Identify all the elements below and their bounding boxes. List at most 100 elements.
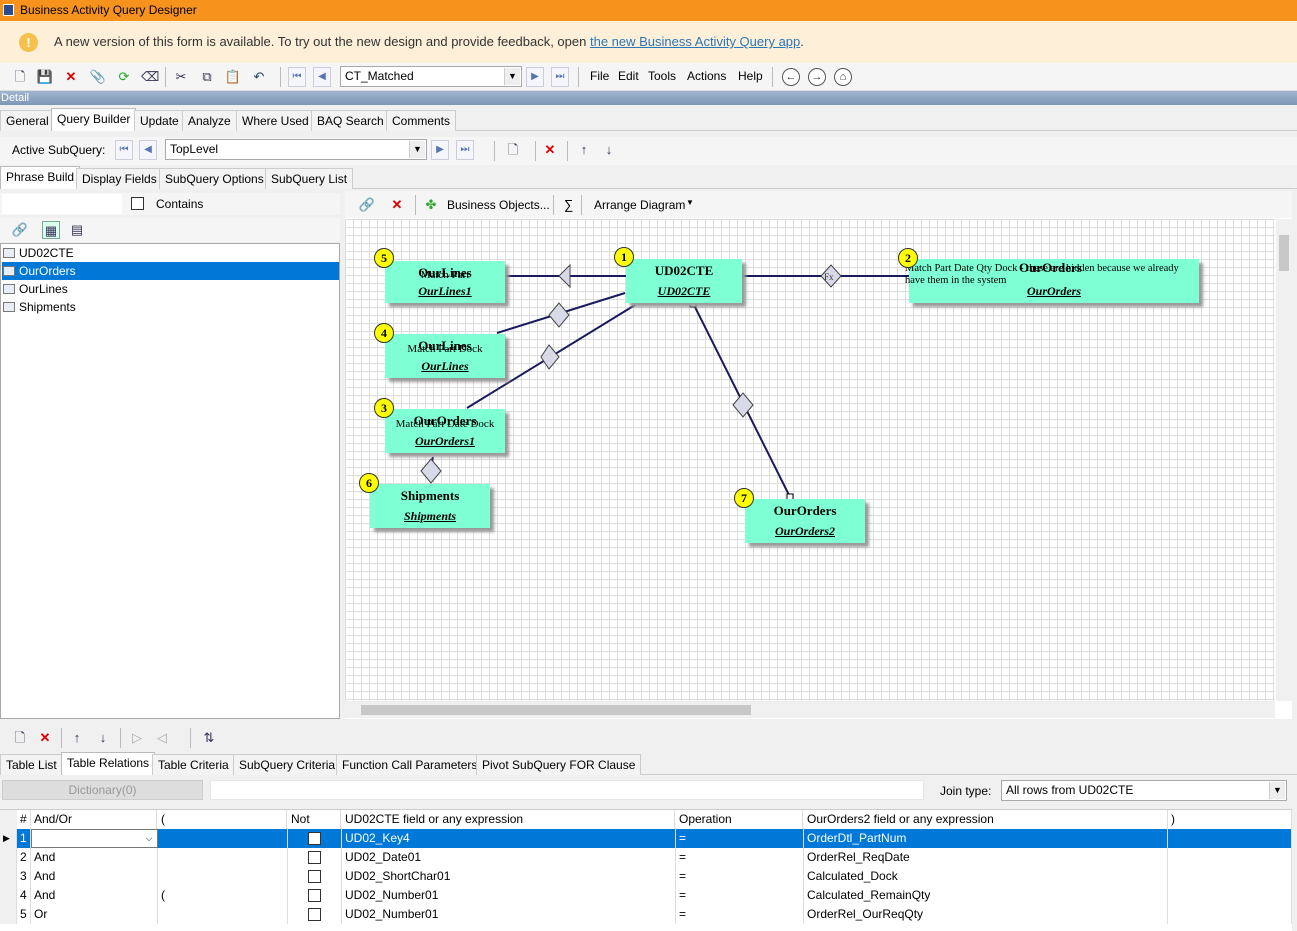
table-row[interactable]: ▶1⌵UD02_Key4=OrderDtl_PartNum (0, 829, 1292, 848)
open-paren-cell[interactable] (158, 905, 288, 924)
column-header[interactable]: ) (1168, 810, 1292, 829)
diagram-node[interactable]: Shipments Shipments (370, 484, 490, 528)
list-item[interactable]: UD02CTE (2, 244, 339, 262)
prev-subquery-icon[interactable]: ◀ (139, 140, 157, 160)
chevron-down-icon[interactable]: ⌵ (145, 833, 153, 843)
node-alias[interactable]: Shipments (403, 509, 457, 523)
delete-subquery-icon[interactable]: ✕ (544, 142, 556, 157)
and-or-cell[interactable]: And (31, 848, 158, 867)
close-paren-cell[interactable] (1168, 905, 1292, 924)
open-paren-cell[interactable] (158, 867, 288, 886)
node-alias[interactable]: UD02CTE (657, 284, 711, 298)
and-or-cell[interactable]: And (31, 867, 158, 886)
new-relation-icon[interactable]: 🗋 (14, 730, 26, 745)
list-item[interactable]: OurLines (2, 280, 339, 298)
not-checkbox[interactable] (308, 908, 321, 921)
delete-icon[interactable]: ✕ (65, 69, 77, 84)
menu-edit[interactable]: Edit (618, 69, 639, 83)
link-icon[interactable]: 🔗 (358, 197, 376, 212)
tab-phrase-build[interactable]: Phrase Build (0, 166, 81, 189)
tab-subquery-options[interactable]: SubQuery Options (159, 168, 270, 189)
node-alias[interactable]: OurLines1 (418, 284, 472, 298)
close-paren-cell[interactable] (1168, 829, 1292, 848)
first-record-icon[interactable]: ⏮ (288, 67, 306, 87)
new-icon[interactable]: 🗋 (14, 69, 26, 84)
diagram-node[interactable]: OurLines Match Part Dock OurLines (385, 334, 505, 378)
forward-icon[interactable]: → (808, 68, 826, 86)
and-or-cell[interactable]: And (31, 886, 158, 905)
and-or-cell[interactable]: Or (31, 905, 158, 924)
tab-pivot-for-clause[interactable]: Pivot SubQuery FOR Clause (476, 754, 642, 775)
cut-icon[interactable]: ✂ (175, 69, 187, 84)
menu-help[interactable]: Help (738, 69, 763, 83)
not-checkbox[interactable] (308, 832, 321, 845)
attach-icon[interactable]: 📎 (89, 69, 107, 84)
column-header[interactable]: And/Or (31, 810, 157, 829)
sort-icon[interactable]: ⇅ (203, 730, 215, 745)
not-cell[interactable] (288, 848, 342, 867)
dictionary-button[interactable]: Dictionary(0) (2, 780, 203, 800)
tab-update[interactable]: Update (134, 110, 185, 131)
not-cell[interactable] (288, 867, 342, 886)
node-alias[interactable]: OurOrders2 (774, 524, 835, 538)
home-icon[interactable]: ⌂ (834, 68, 852, 86)
caret-down-icon[interactable]: ▼ (686, 198, 694, 207)
chevron-down-icon[interactable]: ▼ (1269, 782, 1285, 799)
diagram-vertical-scrollbar[interactable] (1276, 219, 1292, 701)
left-field-cell[interactable]: UD02_Key4 (342, 829, 676, 848)
move-down-icon[interactable]: ↓ (99, 730, 107, 745)
business-objects-button[interactable]: Business Objects... (447, 198, 550, 212)
tab-subquery-criteria[interactable]: SubQuery Criteria (233, 754, 342, 775)
next-subquery-icon[interactable]: ▶ (431, 140, 449, 160)
contains-checkbox[interactable] (131, 197, 144, 210)
tab-table-list[interactable]: Table List (0, 754, 63, 775)
last-subquery-icon[interactable]: ⏭ (456, 140, 474, 160)
and-or-cell[interactable]: ⌵ (31, 829, 158, 848)
diagram-node[interactable]: OurOrders Match Part Date Dock OurOrders… (385, 409, 505, 453)
left-field-cell[interactable]: UD02_Number01 (342, 886, 676, 905)
node-alias[interactable]: OurOrders (1026, 284, 1081, 298)
chevron-down-icon[interactable]: ▼ (504, 68, 520, 85)
refresh-icon[interactable]: ⟳ (118, 69, 130, 84)
operation-cell[interactable]: = (676, 867, 804, 886)
save-icon[interactable]: 💾 (36, 69, 54, 84)
right-field-cell[interactable]: OrderRel_OurReqQty (804, 905, 1168, 924)
query-diagram-canvas[interactable]: Fx OurLines Match Part OurLines1 5 UD02C… (345, 219, 1275, 701)
diagram-node[interactable]: OurOrders Match Part Date Qty Dock - the… (905, 259, 1199, 303)
operation-cell[interactable]: = (676, 848, 804, 867)
back-icon[interactable]: ← (782, 68, 800, 86)
copy-icon[interactable]: ⧉ (202, 69, 212, 84)
table-view-icon[interactable]: ▦ (42, 221, 60, 239)
column-header[interactable]: UD02CTE field or any expression (342, 810, 675, 829)
tab-comments[interactable]: Comments (386, 110, 457, 131)
open-paren-cell[interactable] (158, 848, 288, 867)
right-field-cell[interactable]: Calculated_Dock (804, 867, 1168, 886)
close-paren-cell[interactable] (1168, 867, 1292, 886)
table-options-icon[interactable]: ▤ (70, 222, 84, 237)
not-cell[interactable] (288, 905, 342, 924)
move-up-icon[interactable]: ↑ (73, 730, 81, 745)
list-item[interactable]: Shipments (2, 298, 339, 316)
node-alias[interactable]: OurOrders1 (414, 434, 475, 448)
clear-icon[interactable]: ⌫ (141, 69, 160, 84)
not-cell[interactable] (288, 886, 342, 905)
not-checkbox[interactable] (308, 851, 321, 864)
right-field-cell[interactable]: Calculated_RemainQty (804, 886, 1168, 905)
move-down-icon[interactable]: ↓ (605, 142, 613, 157)
arrange-diagram-button[interactable]: Arrange Diagram (594, 198, 686, 212)
sigma-icon[interactable]: ∑ (564, 197, 574, 212)
not-checkbox[interactable] (308, 870, 321, 883)
column-header[interactable]: ( (158, 810, 287, 829)
tab-subquery-list[interactable]: SubQuery List (265, 168, 354, 189)
open-paren-cell[interactable] (158, 829, 288, 848)
tab-table-relations[interactable]: Table Relations (61, 752, 156, 775)
delete-relation-icon[interactable]: ✕ (39, 730, 51, 745)
left-field-cell[interactable]: UD02_Date01 (342, 848, 676, 867)
indent-icon[interactable]: ▷ (132, 730, 142, 745)
not-checkbox[interactable] (308, 889, 321, 902)
right-field-cell[interactable]: OrderRel_ReqDate (804, 848, 1168, 867)
tab-baq-search[interactable]: BAQ Search (311, 110, 390, 131)
